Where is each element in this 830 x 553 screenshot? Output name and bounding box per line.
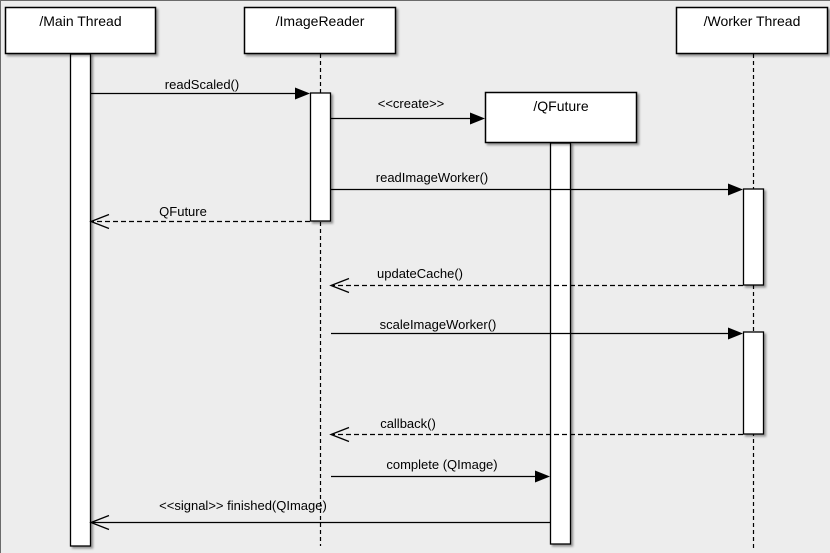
- activation-bars: [69, 53, 765, 547]
- worker-thread-activation-2: [742, 331, 765, 435]
- message-read-image-worker: readImageWorker(): [331, 170, 743, 196]
- filled-arrowhead-icon: [728, 183, 743, 196]
- open-arrowhead-icon: [329, 277, 350, 294]
- open-arrowhead-icon: [89, 213, 110, 230]
- messages: readScaled() <<create>> readImageWorker(…: [89, 77, 743, 531]
- main-thread-activation: [69, 53, 92, 547]
- lifeline-head-main-thread: /Main Thread: [4, 6, 157, 55]
- message-label: scaleImageWorker(): [380, 317, 497, 332]
- message-label: QFuture: [159, 204, 207, 219]
- message-scale-image-worker: scaleImageWorker(): [331, 317, 743, 340]
- open-arrowhead-icon: [329, 426, 350, 443]
- message-qfuture-return: QFuture: [89, 204, 310, 230]
- worker-thread-activation-1: [742, 188, 765, 286]
- message-label: <<create>>: [378, 96, 445, 111]
- lifeline-box: [4, 6, 157, 55]
- message-label: readScaled(): [165, 77, 239, 92]
- lifeline-label: /ImageReader: [276, 13, 365, 29]
- message-create: <<create>>: [331, 96, 485, 125]
- lifeline-head-qfuture: /QFuture: [484, 91, 638, 144]
- lifeline-label: /Main Thread: [39, 13, 121, 29]
- message-callback: callback(): [329, 416, 743, 443]
- lifeline-box: [675, 6, 829, 55]
- lifeline-box: [243, 6, 397, 55]
- lifeline-head-boxes: /Main Thread /ImageReader /QFuture /Work…: [4, 6, 829, 144]
- qfuture-activation: [549, 142, 572, 545]
- image-reader-activation: [309, 92, 332, 222]
- message-complete: complete (QImage): [331, 457, 550, 483]
- lifeline-label: /QFuture: [533, 98, 588, 114]
- lifeline-label: /Worker Thread: [704, 13, 801, 29]
- lifeline-head-worker-thread: /Worker Thread: [675, 6, 829, 55]
- message-label: readImageWorker(): [376, 170, 488, 185]
- filled-arrowhead-icon: [295, 87, 310, 100]
- filled-arrowhead-icon: [470, 112, 485, 125]
- lifeline-box: [484, 91, 638, 144]
- message-label: <<signal>> finished(QImage): [159, 498, 327, 513]
- message-label: complete (QImage): [386, 457, 497, 472]
- message-update-cache: updateCache(): [329, 266, 743, 294]
- open-arrowhead-icon: [89, 514, 110, 531]
- lifeline-head-image-reader: /ImageReader: [243, 6, 397, 55]
- message-signal-finished: <<signal>> finished(QImage): [89, 498, 550, 531]
- filled-arrowhead-icon: [535, 470, 550, 483]
- message-label: callback(): [380, 416, 436, 431]
- filled-arrowhead-icon: [728, 327, 743, 340]
- message-label: updateCache(): [377, 266, 463, 281]
- message-read-scaled: readScaled(): [91, 77, 310, 100]
